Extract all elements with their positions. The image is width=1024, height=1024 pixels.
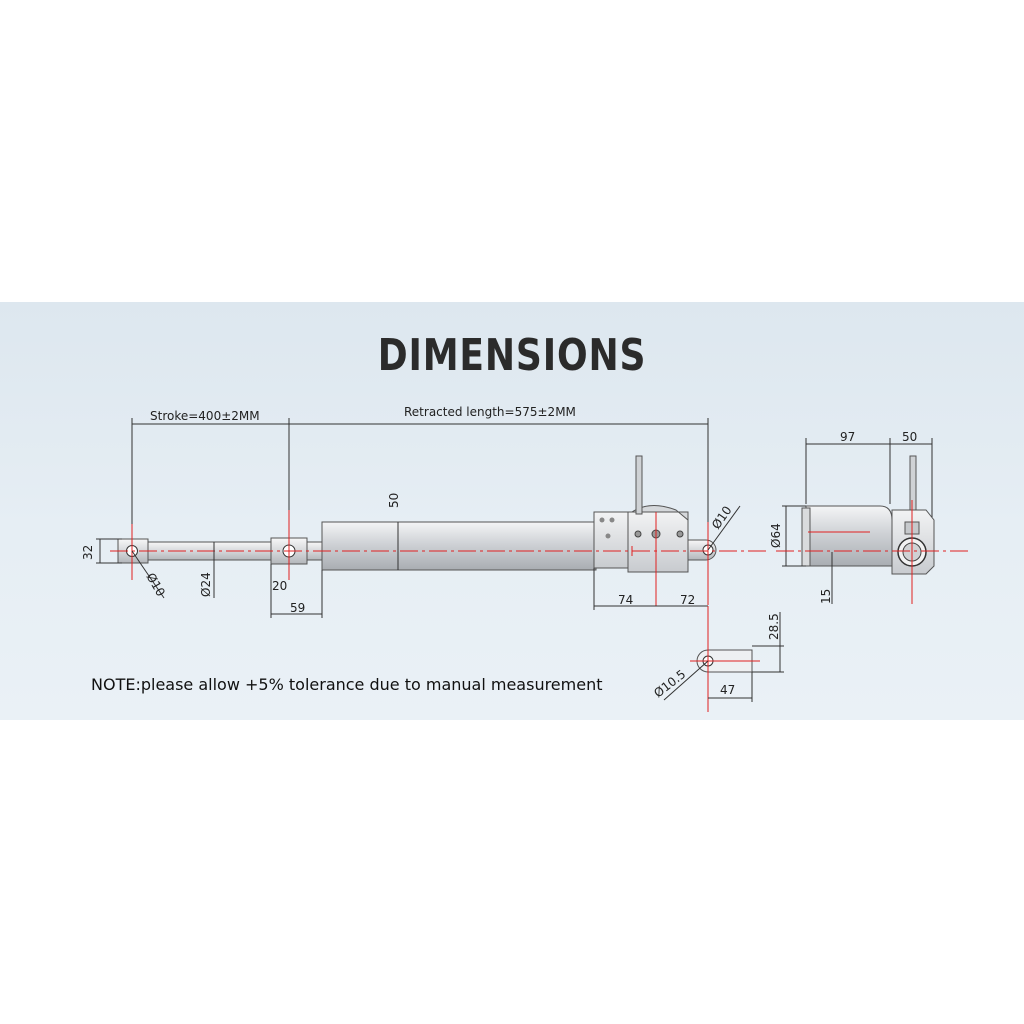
top-dimensions: Stroke=400±2MM Retracted length=575±2MM: [131, 405, 709, 552]
tolerance-note: NOTE:please allow +5% tolerance due to m…: [91, 675, 603, 694]
actuator-side-view: [117, 455, 717, 573]
dim-32: 32: [81, 545, 95, 560]
retracted-length-label: Retracted length=575±2MM: [404, 405, 576, 419]
dim-28-5: 28.5: [767, 613, 781, 640]
dim-59: 59: [290, 601, 305, 615]
dim-15: 15: [819, 589, 833, 604]
dim-50-tube: 50: [387, 493, 401, 508]
dim-72: 72: [680, 593, 695, 607]
stroke-label: Stroke=400±2MM: [150, 409, 260, 423]
dim-50-end: 50: [902, 430, 917, 444]
clevis-detail: 28.5 47 Ø10.5: [651, 606, 784, 712]
dim-d10-right: Ø10: [709, 503, 735, 531]
page-title: DIMENSIONS: [377, 330, 647, 381]
dim-d10-left: Ø10: [143, 571, 167, 599]
actuator-end-view: 97 50 Ø64 15: [769, 430, 972, 604]
dim-47: 47: [720, 683, 735, 697]
dim-74: 74: [618, 593, 633, 607]
dim-d64: Ø64: [769, 523, 783, 548]
dim-97: 97: [840, 430, 855, 444]
dim-d24: Ø24: [199, 572, 213, 597]
centerlines: [110, 510, 770, 606]
dim-20: 20: [272, 579, 287, 593]
